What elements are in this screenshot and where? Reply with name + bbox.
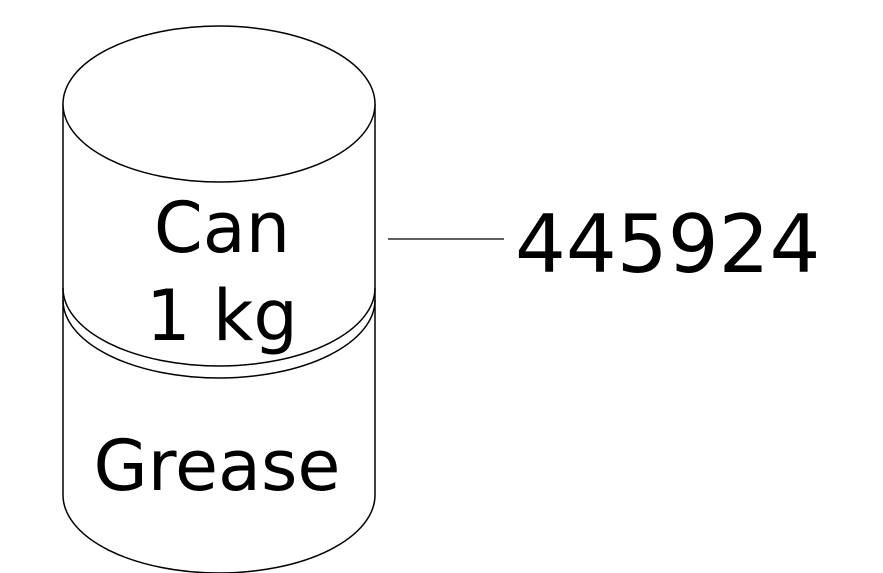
part-number: 445924 xyxy=(515,198,820,291)
can-upper-body xyxy=(62,25,376,300)
can-seam-band xyxy=(62,287,376,379)
can-seam-upper-curve xyxy=(62,287,376,367)
can-top-lid xyxy=(62,25,376,183)
can-lower-outline xyxy=(62,300,376,573)
can-lower-body xyxy=(62,300,376,573)
can-label-line2: 1 kg xyxy=(146,275,298,357)
can-label-line1: Can xyxy=(154,187,290,269)
grease-label: Grease xyxy=(94,425,341,507)
can-seam-lower-curve xyxy=(62,299,376,379)
